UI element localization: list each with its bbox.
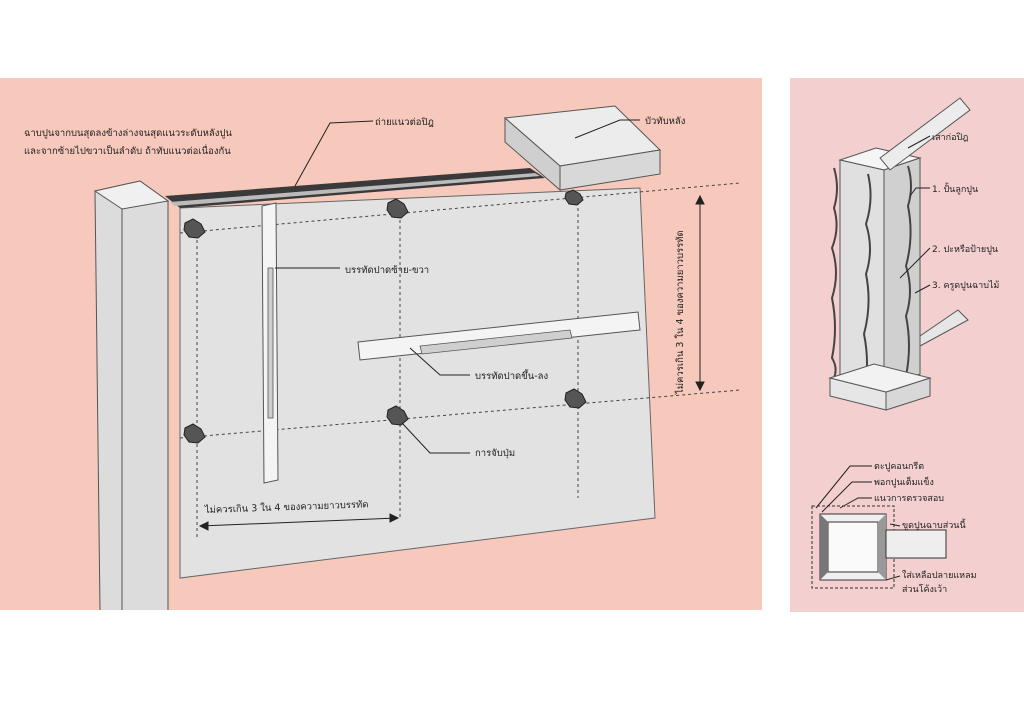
- horizontal-rule: [357, 311, 641, 361]
- label-vertical-rule: บรรทัดปาดซ้าย-ขวา: [345, 265, 429, 276]
- dim-horizontal: ไม่ควรเกิน 3 ใน 4 ของความยาวบรรทัด: [204, 498, 369, 516]
- left-column: [94, 180, 169, 610]
- label-horizontal-rule: บรรทัดปาดขึ้น-ลง: [475, 369, 548, 382]
- column-plastering-diagram: เสาก่อปิฎ 1. ปั้นลูกปูน 2. ปะหรือป้ายปูน…: [790, 78, 1024, 612]
- label-step3: 3. ครูดปูนฉาบไม้: [932, 280, 999, 291]
- plaster-spots: [183, 189, 587, 444]
- column-diagram-svg: เสาก่อปิฎ 1. ปั้นลูกปูน 2. ปะหรือป้ายปูน…: [811, 97, 999, 595]
- detail-label2: พอกปูนเต็มแข็ง: [874, 475, 934, 488]
- column-body: [828, 97, 971, 411]
- wall-face: [179, 187, 656, 579]
- label-step2: 2. ปะหรือป้ายปูน: [932, 244, 998, 255]
- wall-diagram-svg: ฉาบปูนจากบนสุดลงข้างล่างจนสุดแนวระดับหลั…: [24, 105, 741, 610]
- note-line2: และจากซ้ายไปขวาเป็นลำดับ ถ้าทับแนวต่อเนื…: [24, 144, 231, 157]
- label-beam: บัวทับหลัง: [645, 116, 685, 127]
- detail-label4: ขูดปูนฉาบส่วนนี้: [902, 518, 966, 531]
- plan-detail: [811, 505, 947, 589]
- detail-label3: แนวการตรวจสอบ: [874, 494, 944, 504]
- label-top-post: ถ่ายแนวต่อปิฎ: [375, 117, 434, 128]
- label-plaster-spot: การจับปุ่ม: [475, 448, 515, 459]
- guide-lines: [179, 182, 741, 538]
- wall-plastering-diagram: ฉาบปูนจากบนสุดลงข้างล่างจนสุดแนวระดับหลั…: [0, 78, 762, 610]
- note-line1: ฉาบปูนจากบนสุดลงข้างล่างจนสุดแนวระดับหลั…: [24, 128, 232, 139]
- detail-label6: ส่วนโค้งเว้า: [902, 584, 947, 595]
- detail-label1: ตะปูคอนกรีต: [874, 461, 924, 472]
- label-post: เสาก่อปิฎ: [932, 132, 968, 143]
- label-step1: 1. ปั้นลูกปูน: [932, 182, 978, 195]
- detail-label5: ใส่เหลือปลายแหลม: [902, 570, 977, 581]
- vertical-rule: [261, 202, 279, 484]
- dim-vertical: ไม่ควรเกิน 3 ใน 4 ของความยาวบรรทัด: [674, 230, 686, 395]
